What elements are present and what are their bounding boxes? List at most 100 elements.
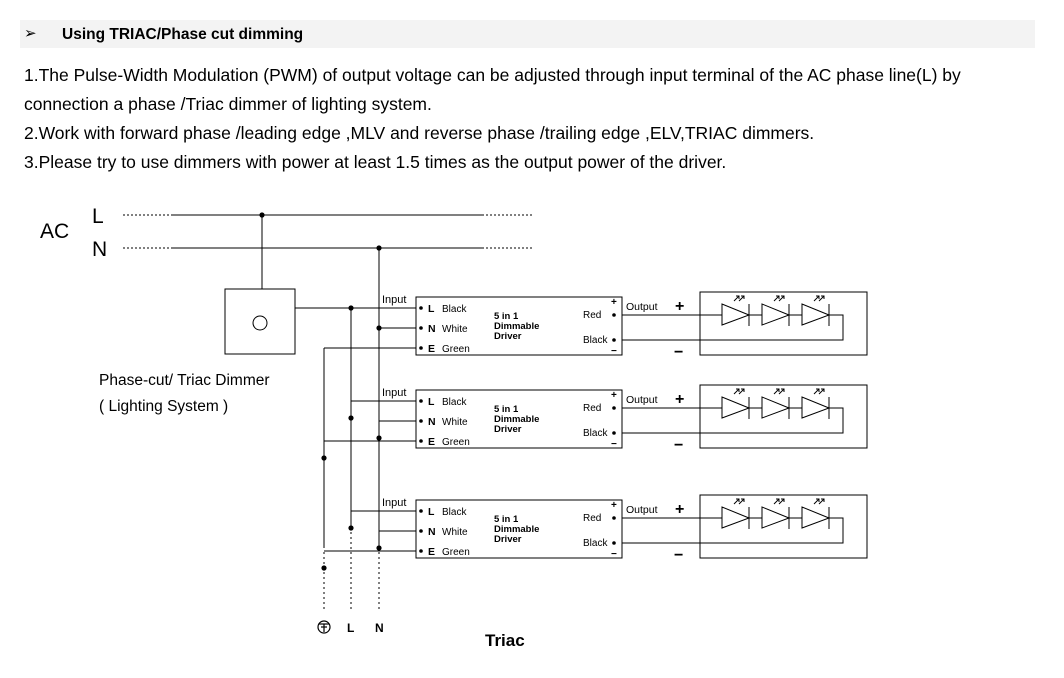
pin-l-label: L <box>428 506 435 518</box>
junction-dot <box>321 455 327 461</box>
output-minus-mark: − <box>611 439 617 450</box>
arrow-head <box>776 498 780 502</box>
minus-sign: − <box>674 547 683 564</box>
junction-dot <box>376 435 382 441</box>
led-return-wire <box>700 314 844 341</box>
arrow-head <box>741 498 745 502</box>
driver-box <box>415 499 623 559</box>
section-header: ➢ Using TRIAC/Phase cut dimming <box>20 20 1035 48</box>
output-red-label: Red <box>583 403 601 414</box>
output-label: Output <box>626 504 658 516</box>
wire-l-color-label: Black <box>442 507 467 518</box>
output-plus-mark: + <box>611 500 617 511</box>
led-triangle <box>761 396 791 419</box>
light-arrow <box>818 388 825 395</box>
plus-sign: + <box>675 501 684 518</box>
arrow-head <box>736 388 740 392</box>
driver-name-line1: 5 in 1 <box>494 404 519 415</box>
light-arrow <box>733 295 740 302</box>
pin-n-label: N <box>428 323 436 335</box>
arrow-head <box>816 498 820 502</box>
led-diode-icon <box>721 498 762 529</box>
pin-n-label: N <box>428 416 436 428</box>
led-panel <box>699 291 868 356</box>
wire-n-color-label: White <box>442 324 468 335</box>
arrow-head <box>736 498 740 502</box>
arrow-head <box>781 498 785 502</box>
output-plus-mark: + <box>611 390 617 401</box>
wire-n-color-label: White <box>442 527 468 538</box>
dimmer-sublabel: ( Lighting System ) <box>99 398 228 415</box>
arrow-head <box>821 295 825 299</box>
light-arrow <box>813 295 820 302</box>
output-dot <box>612 406 616 410</box>
minus-sign: − <box>674 437 683 454</box>
paragraph-1: 1.The Pulse-Width Modulation (PWM) of ou… <box>24 65 961 85</box>
section-title: Using TRIAC/Phase cut dimming <box>62 26 304 43</box>
wire-e-color-label: Green <box>442 344 470 355</box>
paragraph-3: 3.Please try to use dimmers with power a… <box>24 152 727 172</box>
junction-dot <box>348 415 354 421</box>
output-plus-mark: + <box>611 297 617 308</box>
pin-dot <box>419 419 423 423</box>
led-diode-icon <box>761 498 802 529</box>
output-red-label: Red <box>583 310 601 321</box>
led-diode-icon <box>721 388 762 419</box>
light-arrow <box>778 295 785 302</box>
output-dot <box>612 541 616 545</box>
bottom-l-label: L <box>347 621 354 635</box>
output-dot <box>612 516 616 520</box>
output-black-label: Black <box>583 335 608 346</box>
arrow-head <box>736 295 740 299</box>
output-dot <box>612 431 616 435</box>
triac-label: Triac <box>485 631 525 650</box>
driver-name-line3: Driver <box>494 424 522 435</box>
wire-l-color-label: Black <box>442 397 467 408</box>
plus-sign: + <box>675 298 684 315</box>
driver-name-line2: Dimmable <box>494 321 539 332</box>
light-arrow <box>813 388 820 395</box>
light-arrow <box>738 295 745 302</box>
pin-l-label: L <box>428 303 435 315</box>
dimmer-box <box>224 288 296 355</box>
pin-dot <box>419 399 423 403</box>
driver-name-line3: Driver <box>494 331 522 342</box>
light-arrow <box>738 388 745 395</box>
light-arrow <box>773 388 780 395</box>
led-return-wire <box>700 407 844 434</box>
junction-dot <box>376 245 382 251</box>
arrow-head <box>781 295 785 299</box>
wire-e-color-label: Green <box>442 547 470 558</box>
bottom-n-label: N <box>375 621 384 635</box>
led-triangle <box>761 303 791 326</box>
light-arrow <box>773 498 780 505</box>
light-arrow <box>818 295 825 302</box>
minus-sign: − <box>674 344 683 361</box>
arrow-head <box>816 388 820 392</box>
junction-dot <box>348 525 354 531</box>
pin-e-label: E <box>428 546 435 558</box>
pin-l-label: L <box>428 396 435 408</box>
driver-box <box>415 389 623 449</box>
led-diode-icon <box>801 498 831 529</box>
light-arrow <box>733 498 740 505</box>
led-panel <box>699 384 868 449</box>
driver-box <box>415 296 623 356</box>
arrow-head <box>821 388 825 392</box>
bullet-arrow-icon: ➢ <box>24 25 37 42</box>
pin-e-label: E <box>428 436 435 448</box>
wire-e-color-label: Green <box>442 437 470 448</box>
arrow-head <box>781 388 785 392</box>
pin-e-label: E <box>428 343 435 355</box>
light-arrow <box>738 498 745 505</box>
plus-sign: + <box>675 391 684 408</box>
light-arrow <box>733 388 740 395</box>
led-triangle <box>721 303 751 326</box>
pin-dot <box>419 306 423 310</box>
arrow-head <box>741 388 745 392</box>
led-panel <box>699 494 868 559</box>
output-minus-mark: − <box>611 346 617 357</box>
